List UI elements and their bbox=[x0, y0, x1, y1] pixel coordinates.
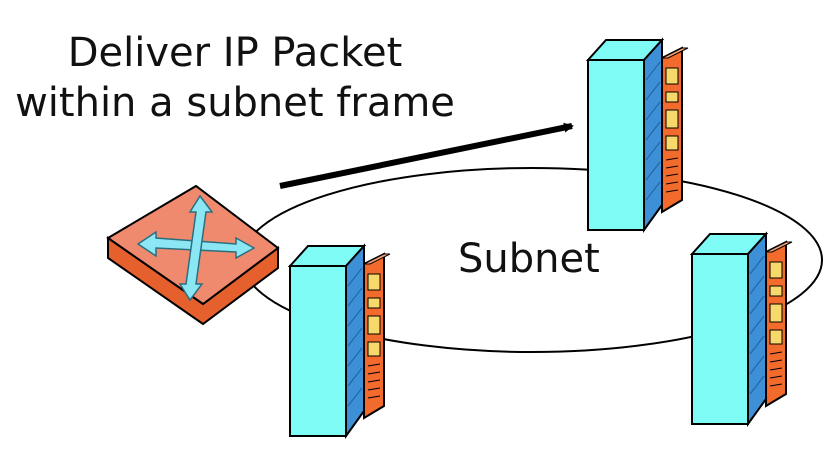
server-icon bbox=[289, 245, 391, 437]
delivery-arrow bbox=[279, 122, 574, 189]
subnet-label: Subnet bbox=[458, 236, 600, 282]
title-line-1: Deliver IP Packet bbox=[67, 30, 403, 76]
server-icon bbox=[691, 233, 793, 425]
router-icon bbox=[106, 184, 280, 326]
title-line-2: within a subnet frame bbox=[15, 80, 455, 126]
server-icon bbox=[587, 39, 689, 231]
diagram-title: Deliver IP Packet within a subnet frame bbox=[0, 28, 470, 128]
